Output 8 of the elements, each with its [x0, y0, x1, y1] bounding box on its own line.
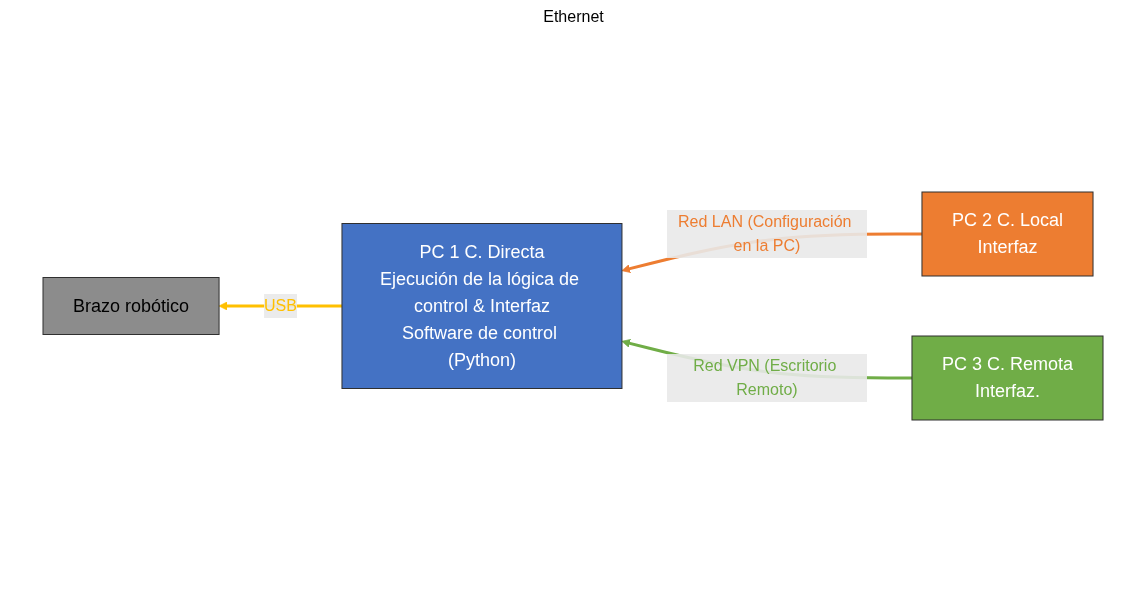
edge-label: Red VPN (Escritorio Remoto): [693, 357, 837, 398]
node-box: Brazo robótico: [43, 277, 221, 335]
edge-label: Red LAN (Configuración en la PC): [678, 213, 852, 254]
node-box: PC 2 C. Local Interfaz: [921, 191, 1094, 277]
edge-label: USB: [264, 297, 298, 314]
node-box: PC 3 C. Remota Interfaz.: [911, 335, 1104, 421]
network-label: Ethernet: [543, 8, 604, 25]
node-box: PC 1 C. Directa Ejecución de la lógica de control & Interfaz Software de control (Python): [341, 223, 623, 389]
